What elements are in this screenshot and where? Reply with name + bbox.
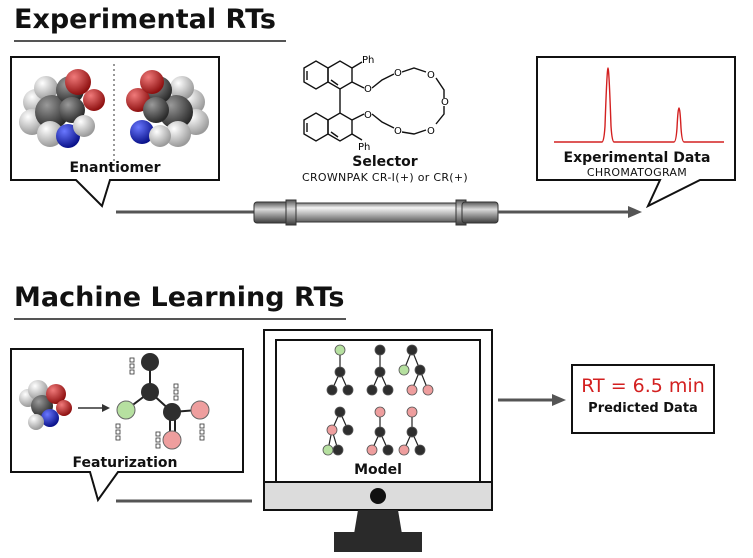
chiral-column [253, 199, 499, 226]
outlet-arrowhead [628, 206, 642, 218]
selector-o-6: O [427, 126, 435, 137]
featurization-callout [10, 348, 244, 503]
selector-o-3: O [394, 68, 402, 79]
featurization-label: Featurization [72, 455, 178, 471]
selector-title: Selector [352, 154, 418, 170]
predicted-data-box: RT = 6.5 min Predicted Data [571, 364, 715, 434]
feat-node-6 [162, 430, 182, 450]
feature-vectors [115, 357, 205, 449]
hplc-flow [116, 199, 642, 226]
model-monitor [263, 329, 493, 552]
predicted-data-label: Predicted Data [588, 401, 698, 416]
model-label: Model [354, 462, 402, 478]
enantiomer-left-model [19, 69, 105, 148]
model-to-prediction-arrow [498, 394, 566, 406]
section2-heading-underline [14, 318, 346, 320]
selector-o-7: O [394, 126, 402, 137]
featurization-to-model-line [116, 499, 252, 503]
selector-o-5: O [441, 97, 449, 108]
section1-heading-underline [14, 40, 286, 42]
selector-ph-top: Ph [362, 55, 374, 66]
selector-subtitle: CROWNPAK CR-I(+) or CR(+) [301, 171, 468, 184]
experimental-data-title: Experimental Data [563, 150, 711, 166]
selector-ph-bottom: Ph [358, 142, 370, 153]
feat-node-1 [141, 353, 159, 371]
decision-tree-ensemble [322, 344, 434, 456]
chromatogram-trace [554, 67, 724, 143]
section2-heading: Machine Learning RTs [14, 282, 345, 313]
selector-o-4: O [427, 70, 435, 81]
feat-node-4 [163, 403, 181, 421]
feat-node-3 [116, 400, 136, 420]
feat-node-2 [141, 383, 159, 401]
enantiomer-spacefill-models [19, 64, 209, 162]
feat-node-5 [190, 400, 210, 420]
selector-o-1: O [364, 84, 372, 95]
experimental-data-callout [536, 56, 736, 208]
enantiomer-label: Enantiomer [69, 160, 161, 176]
enantiomer-right-model [126, 70, 209, 147]
crown-ether-selector-structure: Ph Ph O O O O O O O [303, 55, 449, 153]
predicted-rt-value: RT = 6.5 min [581, 375, 705, 397]
section1-heading: Experimental RTs [14, 4, 276, 35]
experimental-data-subtitle: CHROMATOGRAM [586, 166, 688, 179]
selector-o-2: O [364, 110, 372, 121]
